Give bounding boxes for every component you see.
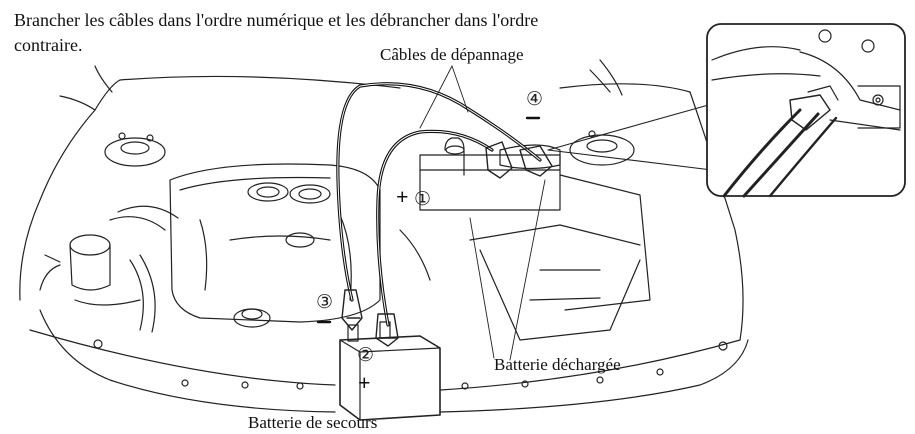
jumper-cables-label: Câbles de dépannage <box>380 45 524 64</box>
inset-ground-detail <box>706 23 906 198</box>
instruction-line-1: Brancher les câbles dans l'ordre numériq… <box>14 10 539 30</box>
step-3-marker: ③ <box>316 292 334 313</box>
coolant-reservoir <box>39 205 179 333</box>
cable-outline <box>337 83 541 326</box>
step-2-marker: ② <box>357 345 375 366</box>
minus-markers <box>316 116 541 324</box>
inset-connector-lines <box>547 103 713 171</box>
discharged-battery-label: Batterie déchargée <box>494 355 621 374</box>
cable-clamps <box>341 141 553 347</box>
booster-battery-label: Batterie de secours <box>248 413 378 432</box>
plus-sign-discharged: + <box>396 184 409 209</box>
plus-sign-booster: + <box>358 370 371 395</box>
booster-battery <box>339 321 441 421</box>
right-components <box>399 137 651 341</box>
engine-bay-outline <box>19 59 749 413</box>
leader-lines <box>419 65 546 361</box>
engine-cover <box>169 163 381 328</box>
jumper-cables <box>336 82 542 327</box>
instruction-line-2: contraire. <box>14 35 83 55</box>
step-4-marker: ④ <box>526 89 544 110</box>
step-1-marker: ① <box>414 189 432 210</box>
